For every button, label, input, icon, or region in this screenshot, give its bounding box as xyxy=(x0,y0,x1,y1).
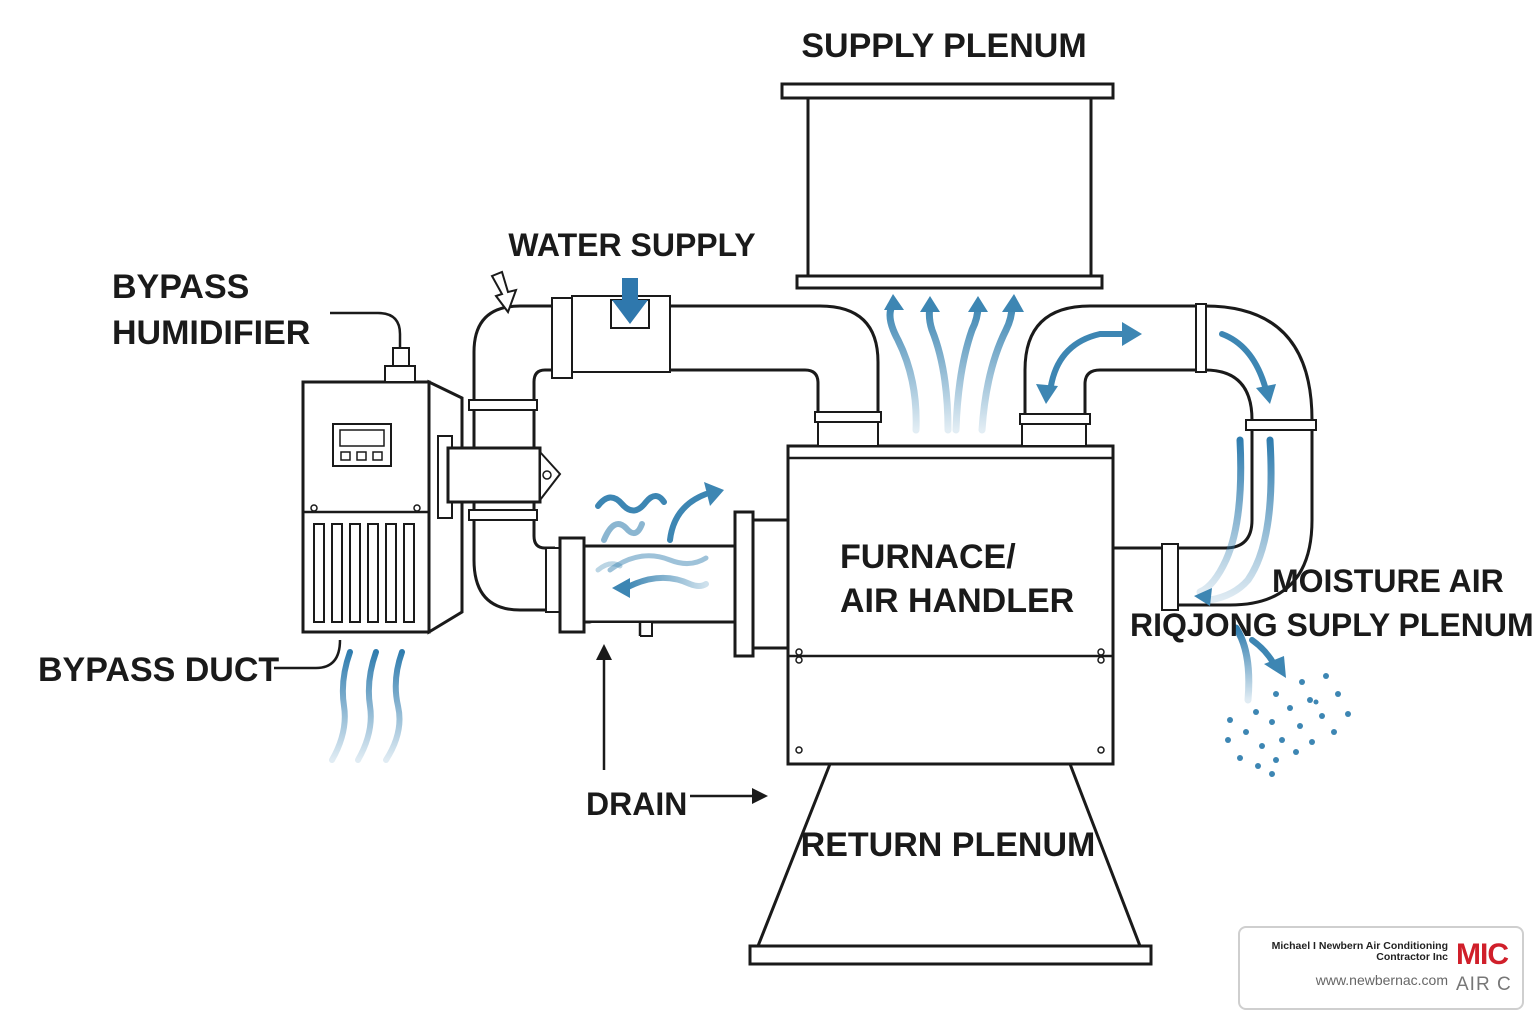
right-pipe-loop xyxy=(1019,303,1317,611)
furnace-air-handler xyxy=(733,444,1115,766)
drain-label: DRAIN xyxy=(586,786,687,822)
leader-lines xyxy=(274,311,768,804)
mist-arrows xyxy=(1232,624,1286,704)
company-logo-subtext: AIR C xyxy=(1456,974,1512,995)
return-plenum xyxy=(748,762,1153,966)
company-name: Michael I Newbern Air Conditioning Contr… xyxy=(1271,940,1448,963)
supply-plenum xyxy=(780,82,1115,290)
bypass-duct-label: BYPASS DUCT xyxy=(38,651,279,689)
moisture-air-label-line1: MOISTURE AIR xyxy=(1272,563,1504,599)
supply-pipe xyxy=(468,295,882,612)
pipe-loop-arrows xyxy=(1036,322,1276,606)
water-supply-label: WATER SUPPLY xyxy=(508,227,755,263)
furnace-label-line1: FURNACE/ xyxy=(840,538,1016,576)
down-arrow-icon xyxy=(612,278,648,324)
water-droplets-icon xyxy=(1225,673,1351,777)
bypass-duct-airflow xyxy=(329,649,405,763)
supply-airflow-arrows xyxy=(884,294,1024,434)
bypass-humidifier-label-line2: HUMIDIFIER xyxy=(112,314,310,352)
company-watermark: Michael I Newbern Air Conditioning Contr… xyxy=(1238,926,1524,1010)
bypass-humidifier-label-line1: BYPASS xyxy=(112,268,249,306)
supply-plenum-label: SUPPLY PLENUM xyxy=(801,27,1086,65)
valve-arrow-icon xyxy=(490,270,518,315)
return-plenum-label: RETURN PLENUM xyxy=(801,826,1096,864)
company-url: www.newbernac.com xyxy=(1315,972,1448,988)
bypass-humidifier-unit xyxy=(301,347,562,635)
company-logo: MIC xyxy=(1456,938,1509,971)
bypass-airflow-arrows xyxy=(595,482,724,598)
furnace-label-line2: AIR HANDLER xyxy=(840,582,1074,620)
moisture-air-label-line2: RIQJONG SUPLY PLENUM xyxy=(1130,607,1534,643)
